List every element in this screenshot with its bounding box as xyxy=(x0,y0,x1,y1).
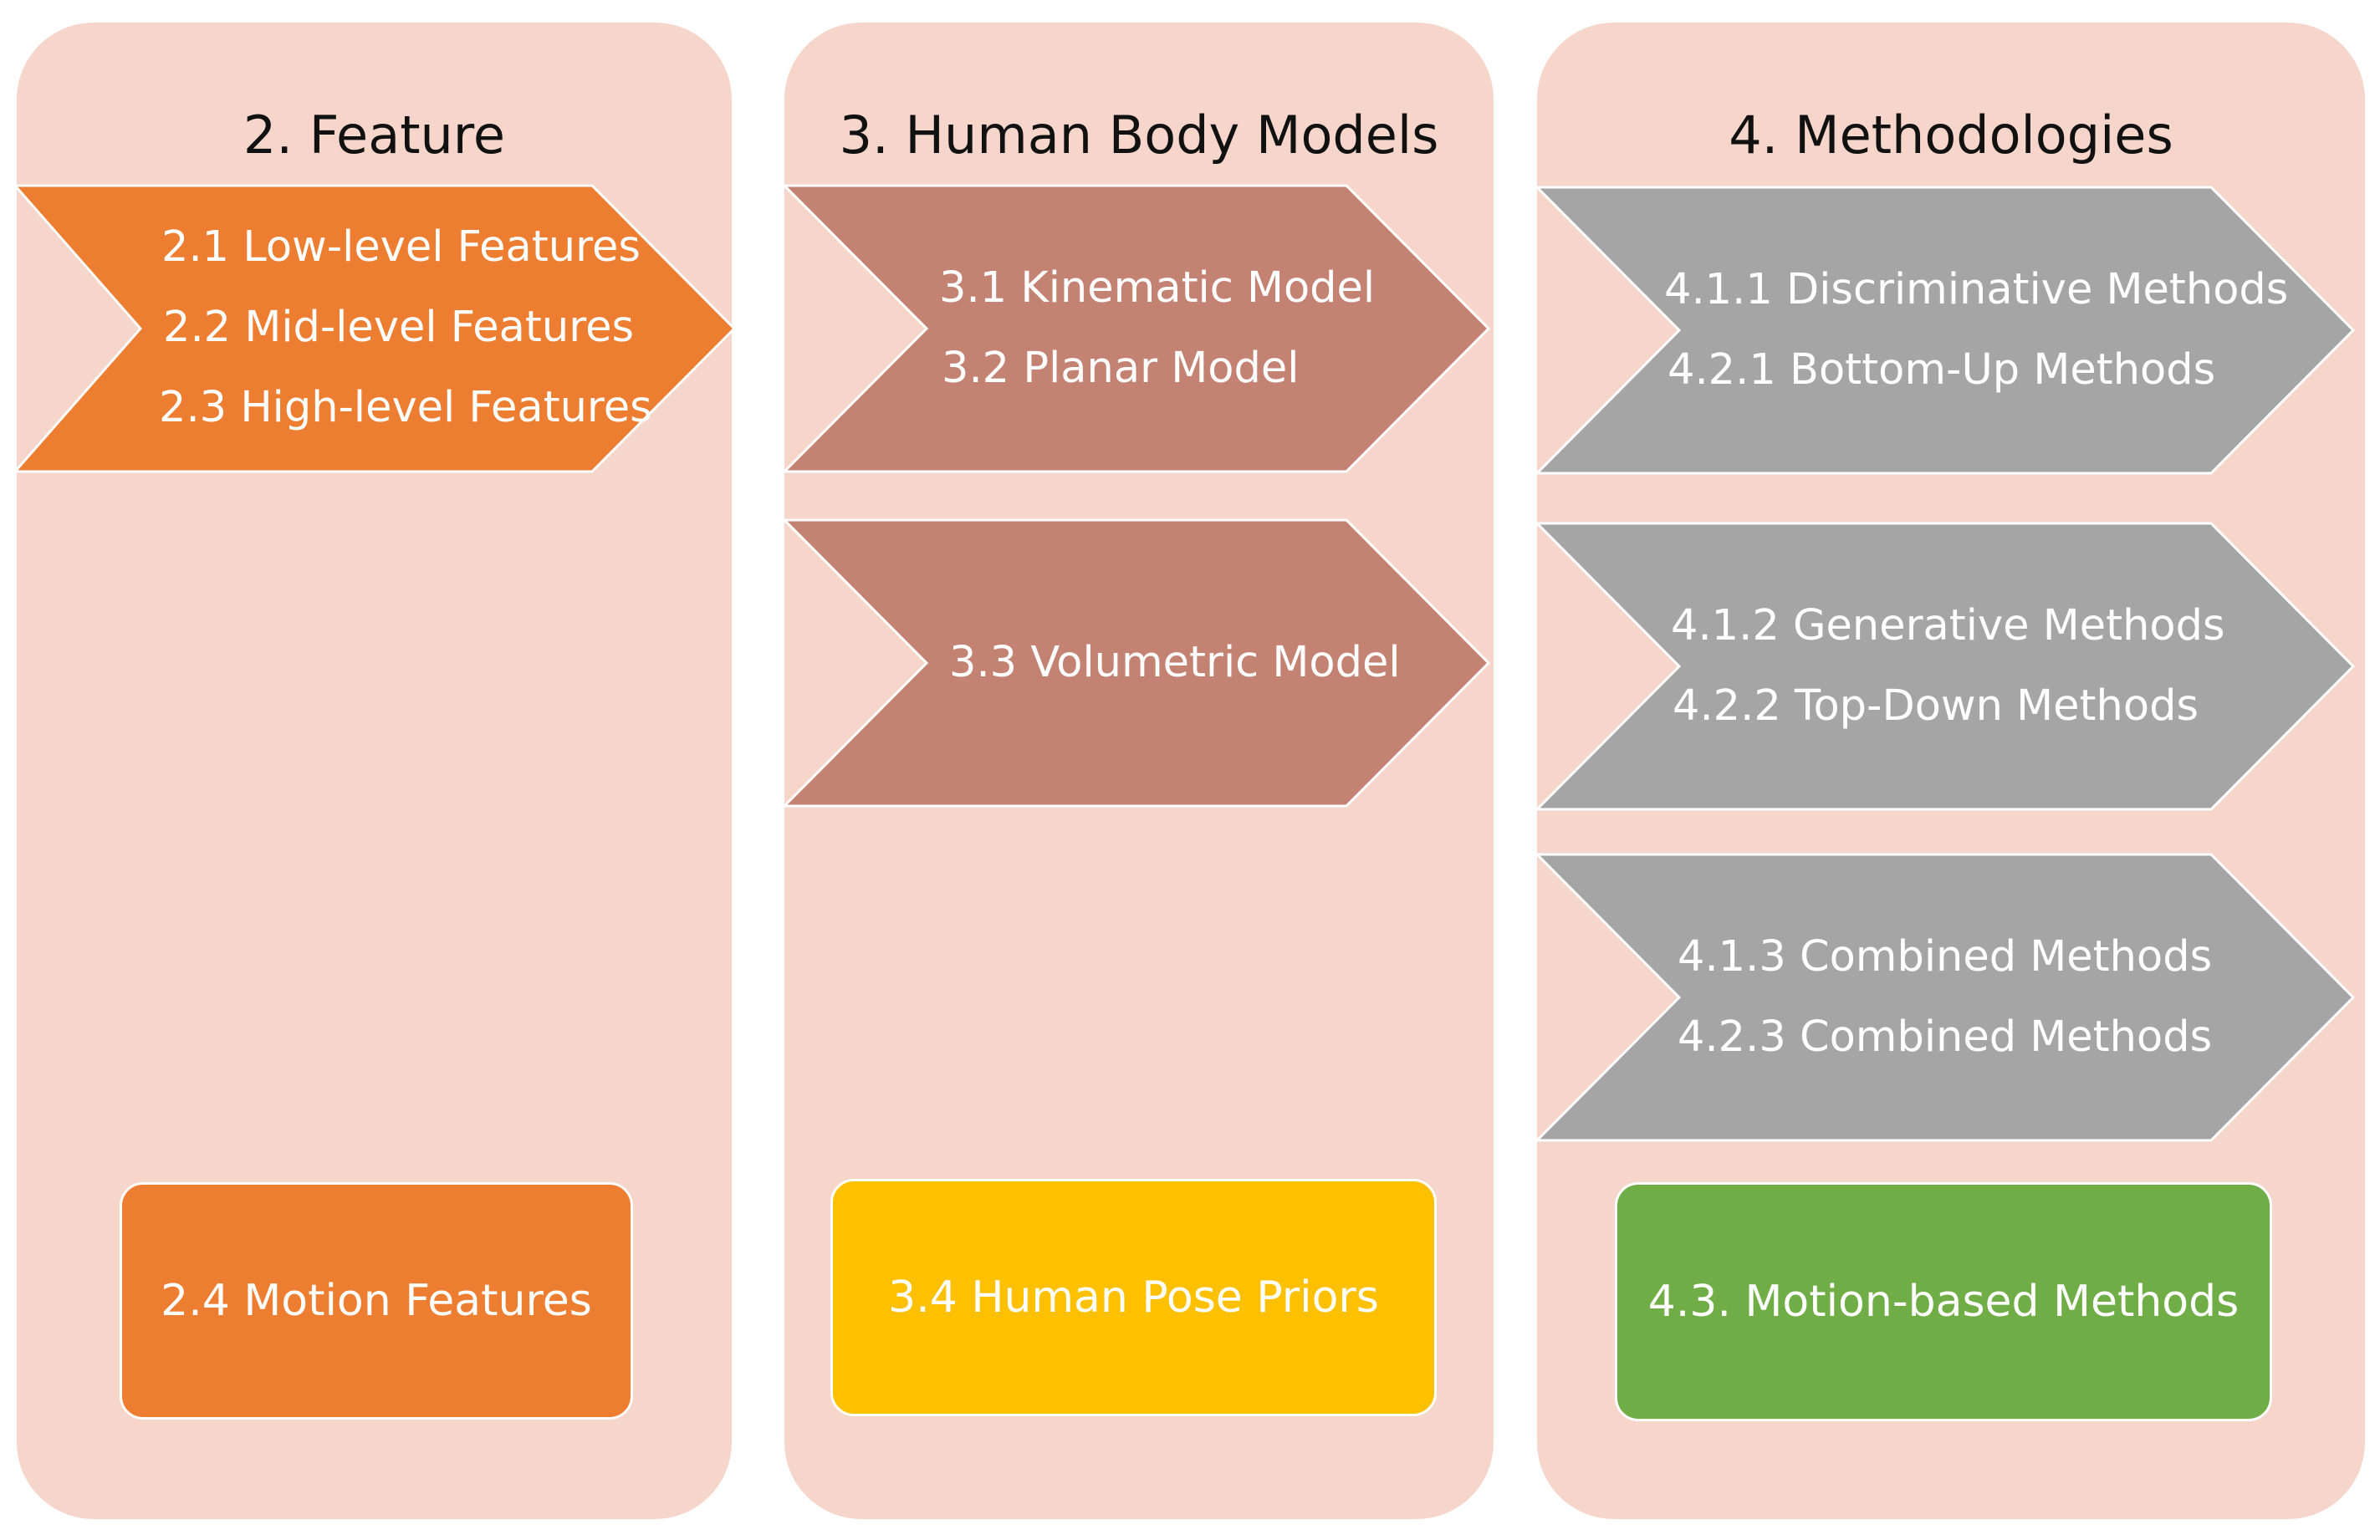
chevron-shape xyxy=(1534,186,2356,475)
chevron-line: 3.2 Planar Model xyxy=(942,344,1300,393)
chevron-kinematic-planar: 3.1 Kinematic Model 3.2 Planar Model xyxy=(781,184,1491,473)
human-pose-priors-box: 3.4 Human Pose Priors xyxy=(830,1179,1437,1416)
chevron-shape xyxy=(1534,522,2356,811)
chevron-line: 3.1 Kinematic Model xyxy=(939,263,1376,313)
chevron-line: 2.1 Low-level Features xyxy=(161,222,641,272)
chevron-volumetric: 3.3 Volumetric Model xyxy=(781,518,1491,808)
chevron-shape xyxy=(12,184,737,473)
motion-based-methods-box: 4.3. Motion-based Methods xyxy=(1615,1182,2272,1421)
panel-title-feature: 2. Feature xyxy=(243,105,506,166)
chevron-line: 2.2 Mid-level Features xyxy=(163,303,635,352)
panel-title-methodologies: 4. Methodologies xyxy=(1729,105,2173,166)
chevron-shape xyxy=(781,184,1491,473)
chevron-line: 2.3 High-level Features xyxy=(159,383,652,432)
chevron-generative-top-down: 4.1.2 Generative Methods 4.2.2 Top-Down … xyxy=(1534,522,2356,811)
chevron-line: 3.3 Volumetric Model xyxy=(949,638,1401,687)
panel-title-human-body-models: 3. Human Body Models xyxy=(839,105,1439,166)
chevron-discriminative-bottom-up: 4.1.1 Discriminative Methods 4.2.1 Botto… xyxy=(1534,186,2356,475)
chevron-combined: 4.1.3 Combined Methods 4.2.3 Combined Me… xyxy=(1534,853,2356,1142)
motion-features-box: 2.4 Motion Features xyxy=(120,1182,633,1420)
chevron-shape xyxy=(781,518,1491,808)
chevron-line: 4.1.1 Discriminative Methods xyxy=(1664,265,2289,314)
chevron-shape xyxy=(1534,853,2356,1142)
chevron-line: 4.2.1 Bottom-Up Methods xyxy=(1668,345,2216,395)
chevron-feature-levels: 2.1 Low-level Features 2.2 Mid-level Fea… xyxy=(12,184,737,473)
chevron-line: 4.1.3 Combined Methods xyxy=(1678,932,2213,982)
chevron-line: 4.2.2 Top-Down Methods xyxy=(1673,681,2199,731)
chevron-line: 4.2.3 Combined Methods xyxy=(1678,1012,2213,1062)
chevron-line: 4.1.2 Generative Methods xyxy=(1671,601,2225,650)
